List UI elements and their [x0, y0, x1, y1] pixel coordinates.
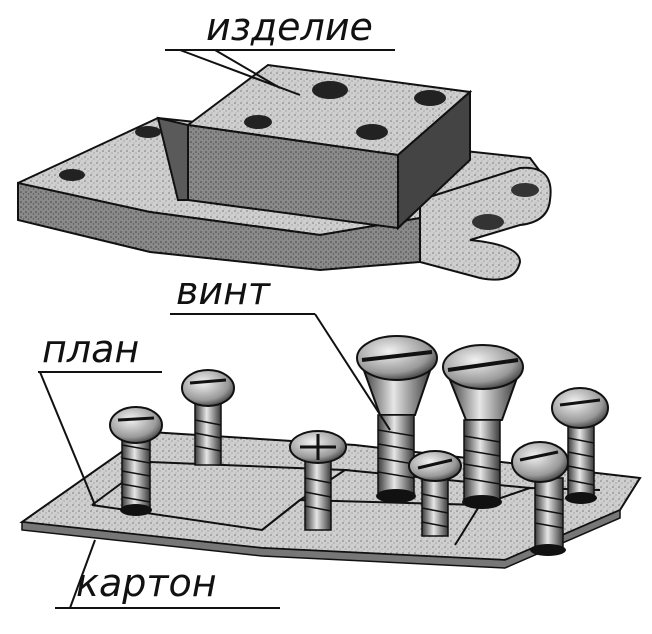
- leader-plan: [38, 371, 162, 506]
- screw-1: [109, 406, 163, 516]
- lug-hole-mid: [472, 214, 504, 230]
- label-vint: винт: [176, 269, 271, 313]
- label-plan: план: [42, 327, 140, 371]
- cardboard-edge: [21, 508, 621, 569]
- label-karton: картон: [76, 561, 217, 605]
- block-hole-4: [356, 124, 388, 140]
- screw-8: [551, 387, 609, 504]
- workpiece: [17, 63, 552, 281]
- leader-vint: [170, 313, 391, 431]
- leader-karton: [55, 539, 280, 609]
- lug-hole-top: [511, 183, 539, 197]
- block-side: [397, 89, 471, 231]
- block-hole-3: [244, 115, 272, 129]
- label-izdelie: изделие: [206, 5, 373, 49]
- block-hole-1: [312, 81, 348, 99]
- screw-2: [181, 369, 235, 466]
- leader-izdelie: [165, 49, 395, 96]
- step-face: [156, 116, 189, 201]
- screw-4: [356, 335, 438, 503]
- screw-5: [442, 344, 524, 509]
- screw-6: [408, 450, 462, 537]
- block-hole-2: [414, 90, 446, 106]
- screw-7: [511, 441, 569, 556]
- screw-3: [289, 430, 347, 531]
- plate-hole-1: [135, 126, 161, 138]
- plate-hole-2: [59, 169, 85, 181]
